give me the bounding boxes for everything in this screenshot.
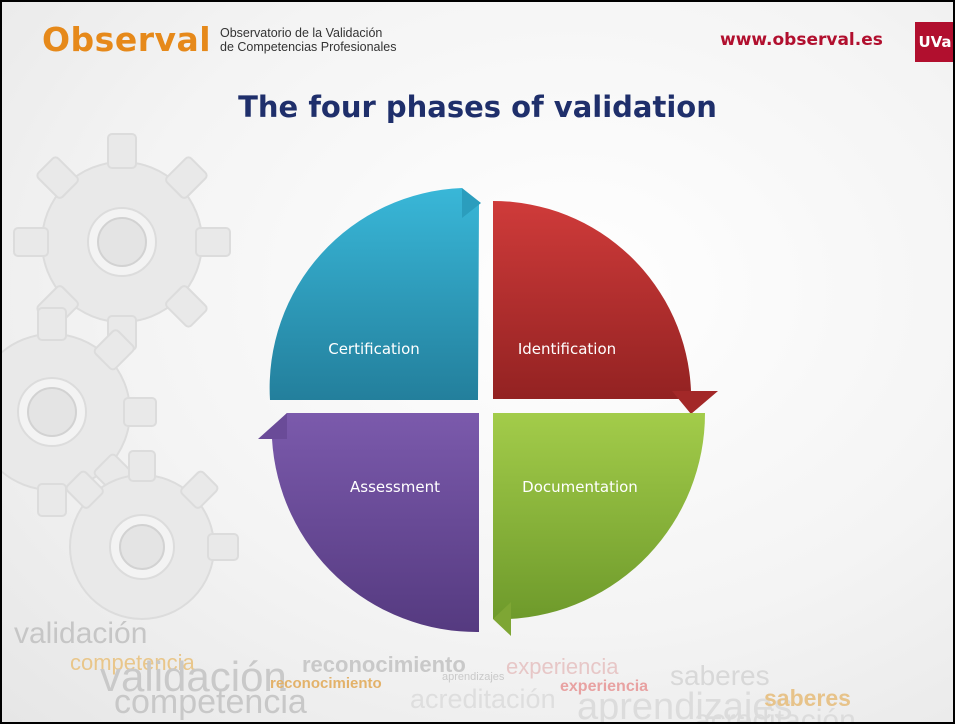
documentation-label: Documentation bbox=[522, 478, 638, 496]
identification-label: Identification bbox=[518, 340, 616, 358]
org-line-1: Observatorio de la Validación bbox=[220, 26, 383, 40]
website-url: www.observal.es bbox=[720, 30, 883, 50]
observal-logo: Observal bbox=[42, 20, 212, 59]
uva-logo: UVa bbox=[915, 22, 953, 62]
identification-segment: Identification bbox=[493, 200, 718, 414]
documentation-segment: Documentation bbox=[493, 413, 706, 636]
word-competencia-small: competencia bbox=[70, 650, 195, 675]
word-aprendizajes-small: aprendizajes bbox=[442, 671, 505, 683]
word-saberes-1: saberes bbox=[670, 660, 770, 691]
org-line-2: de Competencias Profesionales bbox=[220, 40, 397, 54]
word-aprendizajes-large: aprendizajes bbox=[577, 686, 793, 724]
word-experiencia-2: experiencia bbox=[560, 678, 649, 695]
gear-icon bbox=[65, 450, 239, 620]
word-acreditacion-1: acreditación bbox=[410, 684, 556, 714]
certification-segment: Certification bbox=[269, 188, 481, 400]
header: Observal Observatorio de la Validación d… bbox=[2, 2, 953, 72]
assessment-segment: Assessment bbox=[258, 413, 479, 633]
gear-icon bbox=[13, 133, 231, 351]
word-reconocimiento-2: reconocimiento bbox=[270, 675, 382, 692]
word-experiencia-1: experiencia bbox=[506, 654, 619, 679]
certification-label: Certification bbox=[328, 340, 420, 358]
word-validacion-large: validación bbox=[100, 653, 287, 700]
word-saberes-2: saberes bbox=[764, 685, 851, 711]
word-validacion-small: validación bbox=[14, 617, 148, 650]
word-reconocimiento-1: reconocimiento bbox=[302, 652, 466, 677]
word-acreditacion-2: acreditación bbox=[694, 704, 856, 724]
slide-title: The four phases of validation bbox=[238, 90, 717, 124]
assessment-label: Assessment bbox=[350, 478, 440, 496]
gear-icon bbox=[2, 307, 157, 517]
word-competencia-large: competencia bbox=[114, 683, 307, 721]
organization-name: Observatorio de la Validación de Compete… bbox=[220, 26, 397, 54]
